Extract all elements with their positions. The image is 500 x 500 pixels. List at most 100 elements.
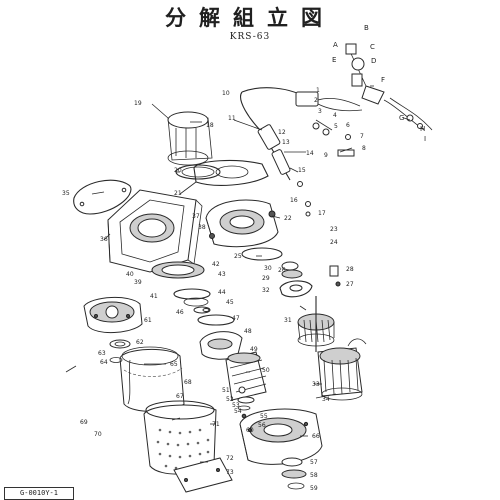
callout-49: 49 [250, 346, 258, 353]
number-callouts: 1 2 3 4 5 6 7 8 9 10 11 12 13 14 15 16 1… [62, 87, 366, 492]
callout-63: 63 [98, 350, 106, 357]
callout-18: 18 [206, 122, 214, 129]
callout-71: 71 [212, 421, 220, 428]
callout-21: 21 [174, 190, 182, 197]
callout-3: 3 [318, 108, 322, 115]
callout-55: 55 [260, 413, 268, 420]
bearing-housing-44-47 [151, 261, 235, 326]
callout-19: 19 [134, 100, 142, 107]
callout-24: 24 [330, 239, 338, 246]
callout-C: C [370, 43, 375, 51]
callout-16: 16 [290, 197, 298, 204]
callout-I: I [424, 135, 426, 143]
callout-69: 69 [80, 419, 88, 426]
motor-frame-36 [107, 189, 203, 273]
letter-callouts: A B C D E F G H I [332, 24, 426, 143]
callout-68: 68 [184, 379, 192, 386]
callout-62: 62 [136, 339, 144, 346]
callout-F: F [381, 76, 385, 84]
callout-13: 13 [282, 139, 290, 146]
callout-D: D [371, 57, 376, 65]
discharge-casing [167, 111, 221, 180]
leader-lines [65, 85, 411, 463]
callout-30: 30 [264, 265, 272, 272]
callout-66: 66 [312, 433, 320, 440]
callout-25: 25 [234, 253, 242, 260]
strainer-71 [143, 400, 217, 475]
callout-60: 60 [246, 427, 254, 434]
callout-44: 44 [218, 289, 226, 296]
drawing-code: G-0010Y-1 [4, 487, 74, 500]
callout-39: 39 [134, 279, 142, 286]
callout-64: 64 [100, 359, 108, 366]
callout-36: 36 [100, 236, 108, 243]
callout-14: 14 [306, 150, 314, 157]
callout-A: A [333, 41, 338, 49]
callout-9: 9 [324, 152, 328, 159]
callout-37: 37 [192, 213, 200, 220]
callout-70: 70 [94, 431, 102, 438]
callout-33: 33 [312, 381, 320, 388]
callout-35: 35 [62, 190, 70, 197]
callout-26: 26 [278, 267, 286, 274]
gasket-35 [73, 179, 132, 215]
callout-54: 54 [234, 408, 242, 415]
callout-73: 73 [226, 469, 234, 476]
power-cable-assembly [240, 43, 433, 217]
callout-57: 57 [310, 459, 318, 466]
callout-H: H [420, 125, 425, 133]
callout-B: B [364, 24, 369, 32]
callout-2: 2 [314, 97, 318, 104]
seal-kit-57-59 [281, 457, 307, 490]
callout-G: G [399, 114, 404, 122]
callout-56: 56 [258, 422, 266, 429]
callout-46: 46 [176, 309, 184, 316]
model-number: KRS-63 [229, 32, 271, 42]
callout-28: 28 [346, 266, 354, 273]
callout-6: 6 [346, 122, 350, 129]
rotor-31 [297, 296, 335, 352]
callout-10: 10 [222, 90, 230, 97]
callout-50: 50 [262, 367, 270, 374]
callout-41: 41 [150, 293, 158, 300]
impeller-50 [225, 351, 267, 401]
callout-17: 17 [318, 210, 326, 217]
callout-42: 42 [212, 261, 220, 268]
callout-51: 51 [222, 387, 230, 394]
o-ring-25 [241, 247, 283, 261]
callout-52: 52 [226, 396, 234, 403]
callout-E: E [332, 56, 336, 64]
callout-43: 43 [218, 271, 226, 278]
callout-58: 58 [310, 472, 318, 479]
callout-40: 40 [126, 271, 134, 278]
callout-27: 27 [346, 281, 354, 288]
callout-22: 22 [284, 215, 292, 222]
cover-61 [83, 296, 143, 333]
callout-72: 72 [226, 455, 234, 462]
callout-61: 61 [144, 317, 152, 324]
pump-casing-66 [239, 408, 323, 465]
seal-parts-26-32 [279, 261, 341, 298]
wear-ring-62-64 [109, 339, 131, 363]
callout-1: 1 [316, 87, 320, 94]
small-parts-51-56 [237, 386, 255, 419]
callout-65: 65 [170, 361, 178, 368]
stator-33 [317, 338, 367, 401]
callout-15: 15 [298, 167, 306, 174]
impeller-casing-22 [205, 199, 279, 248]
callout-5: 5 [334, 123, 338, 130]
callout-23: 23 [330, 226, 338, 233]
callout-48: 48 [244, 328, 252, 335]
callout-67: 67 [176, 393, 184, 400]
callout-32: 32 [262, 287, 270, 294]
callout-53: 53 [232, 402, 240, 409]
liner-65 [119, 346, 185, 412]
callout-11: 11 [228, 115, 236, 122]
bracket-21 [193, 160, 269, 186]
callout-59: 59 [310, 485, 318, 492]
callout-8: 8 [362, 145, 366, 152]
callout-38: 38 [198, 224, 206, 231]
callout-29: 29 [262, 275, 270, 282]
